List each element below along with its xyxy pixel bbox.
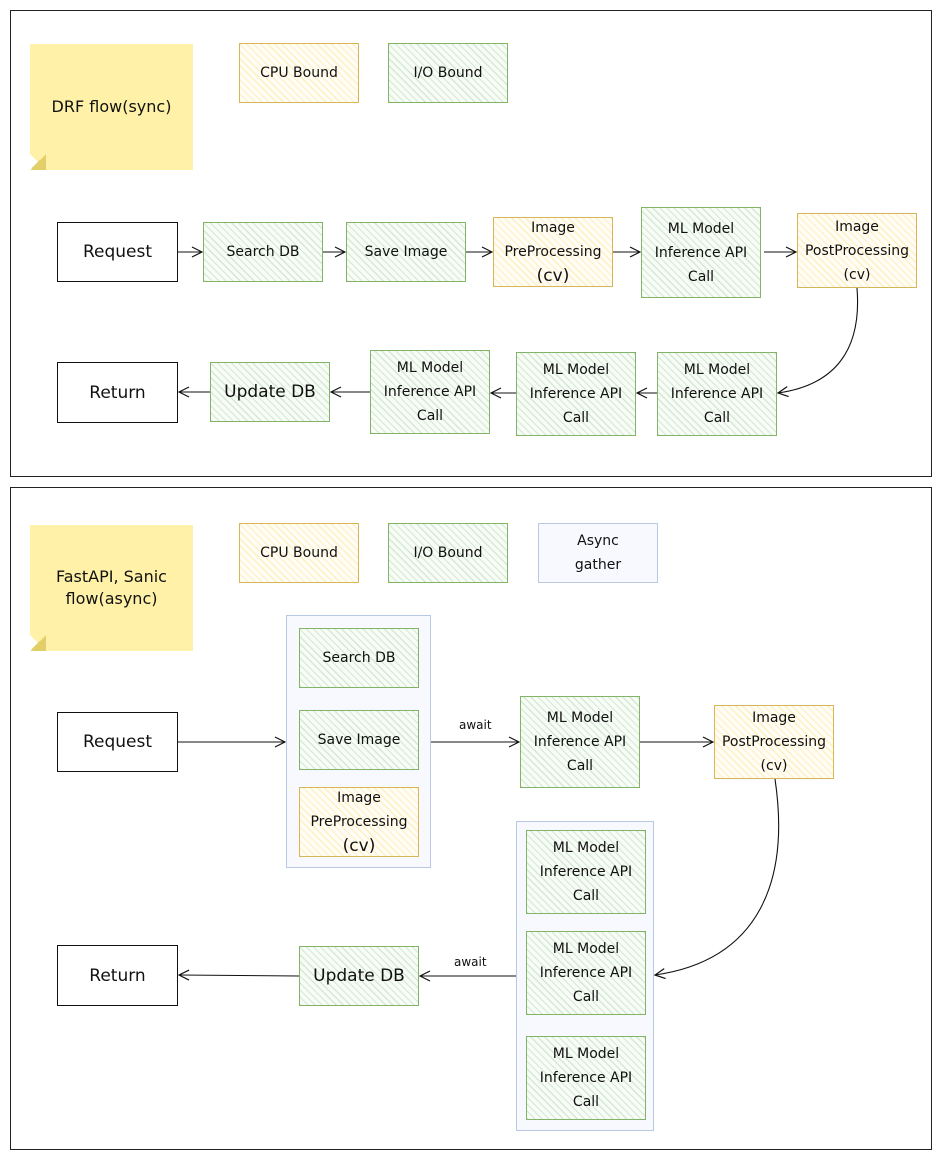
sync-ml2-line-1: ML Model <box>683 362 751 378</box>
sync-return-node: Return <box>57 362 178 423</box>
async-ml-inference-node-4: ML Model Inference API Call <box>526 1036 646 1120</box>
sync-ml-inference-node-3: ML Model Inference API Call <box>516 352 636 436</box>
sync-ml1-line-3: Call <box>687 268 715 285</box>
async-legend-cpu-label: CPU Bound <box>260 545 338 561</box>
async-legend-gather-line-1: Async <box>577 533 619 549</box>
sync-ml3-line-1: ML Model <box>542 362 610 378</box>
async-legend-io-label: I/O Bound <box>413 545 483 561</box>
async-postprocessing-node: Image PostProcessing (cv) <box>714 705 834 779</box>
sync-ml1-line-2: Inference API <box>654 244 748 261</box>
async-ml1-line-1: ML Model <box>546 710 614 726</box>
async-ml3-line-1: ML Model <box>552 941 620 957</box>
sync-legend-cpu-label: CPU Bound <box>260 65 338 81</box>
sync-pre-line-3: (cv) <box>536 266 570 286</box>
async-ml2-line-2: Inference API <box>539 864 633 880</box>
sync-update-db-node: Update DB <box>210 362 330 422</box>
async-ml2-line-1: ML Model <box>552 840 620 856</box>
sync-note-fold <box>30 154 46 170</box>
sync-post-line-2: PostProcessing <box>804 242 910 259</box>
async-pre-line-3: (cv) <box>342 836 376 856</box>
async-legend-gather-line-2: gather <box>574 557 622 573</box>
async-post-line-2: PostProcessing <box>721 734 827 750</box>
sync-search-db-label: Search DB <box>226 244 300 260</box>
sync-ml4-line-1: ML Model <box>396 360 464 376</box>
async-update-db-label: Update DB <box>313 966 405 986</box>
async-ml3-line-3: Call <box>572 989 600 1005</box>
async-ml1-line-3: Call <box>566 758 594 774</box>
sync-save-image-node: Save Image <box>346 222 466 282</box>
sync-ml2-line-3: Call <box>703 410 731 426</box>
async-ml3-line-2: Inference API <box>539 965 633 981</box>
async-post-line-1: Image <box>752 710 796 726</box>
async-request-node: Request <box>57 712 178 772</box>
sync-ml4-line-2: Inference API <box>383 384 477 400</box>
async-await-label-2: await <box>454 955 487 969</box>
async-preprocessing-node: Image PreProcessing (cv) <box>299 787 419 857</box>
async-legend-gather: Async gather <box>538 523 658 583</box>
async-return-node: Return <box>57 945 178 1006</box>
sync-note-line-2: flow(sync) <box>89 97 172 116</box>
sync-search-db-node: Search DB <box>203 222 323 282</box>
sync-pre-line-1: Image <box>531 220 575 236</box>
sync-post-line-1: Image <box>835 218 879 235</box>
sync-update-db-label: Update DB <box>224 382 316 402</box>
async-request-label: Request <box>82 732 153 752</box>
sync-ml-inference-node-1: ML Model Inference API Call <box>641 207 761 298</box>
async-pre-line-1: Image <box>337 790 381 806</box>
sync-return-label: Return <box>89 382 146 403</box>
sync-ml-inference-node-4: ML Model Inference API Call <box>370 350 490 434</box>
async-pre-line-2: PreProcessing <box>310 814 408 830</box>
async-save-image-label: Save Image <box>317 732 401 748</box>
sync-ml2-line-2: Inference API <box>670 386 764 402</box>
async-search-db-label: Search DB <box>322 650 396 666</box>
async-update-db-node: Update DB <box>299 946 419 1006</box>
async-ml1-line-2: Inference API <box>533 734 627 750</box>
async-return-label: Return <box>89 965 146 986</box>
async-save-image-node: Save Image <box>299 710 419 770</box>
async-ml-inference-node-3: ML Model Inference API Call <box>526 931 646 1015</box>
async-note-line-2: flow(async) <box>65 589 158 608</box>
sync-ml3-line-3: Call <box>562 410 590 426</box>
sync-legend-cpu: CPU Bound <box>239 43 359 103</box>
async-ml-inference-node-2: ML Model Inference API Call <box>526 830 646 914</box>
sync-ml1-line-1: ML Model <box>667 220 735 237</box>
async-note-line-1: FastAPI, Sanic <box>56 567 167 586</box>
sync-note-line-1: DRF <box>51 97 85 116</box>
sync-save-image-label: Save Image <box>364 244 448 260</box>
async-search-db-node: Search DB <box>299 628 419 688</box>
sync-ml4-line-3: Call <box>416 408 444 424</box>
sync-legend-io: I/O Bound <box>388 43 508 103</box>
async-note-fold <box>30 635 46 651</box>
async-ml4-line-1: ML Model <box>552 1046 620 1062</box>
async-ml4-line-3: Call <box>572 1094 600 1110</box>
sync-request-label: Request <box>82 242 153 262</box>
sync-ml3-line-2: Inference API <box>529 386 623 402</box>
sync-postprocessing-node: Image PostProcessing (cv) <box>797 213 917 288</box>
sync-flow-note: DRF flow(sync) <box>30 44 193 170</box>
sync-preprocessing-node: Image PreProcessing (cv) <box>493 217 613 287</box>
sync-ml-inference-node-2: ML Model Inference API Call <box>657 352 777 436</box>
async-legend-io: I/O Bound <box>388 523 508 583</box>
async-flow-note: FastAPI, Sanic flow(async) <box>30 525 193 651</box>
sync-pre-line-2: PreProcessing <box>504 244 602 260</box>
sync-post-line-3: (cv) <box>843 266 871 283</box>
async-ml2-line-3: Call <box>572 888 600 904</box>
async-post-line-3: (cv) <box>760 758 788 774</box>
async-ml-inference-node-1: ML Model Inference API Call <box>520 696 640 788</box>
async-await-label-1: await <box>459 718 492 732</box>
sync-request-node: Request <box>57 222 178 282</box>
sync-legend-io-label: I/O Bound <box>413 65 483 81</box>
async-legend-cpu: CPU Bound <box>239 523 359 583</box>
async-ml4-line-2: Inference API <box>539 1070 633 1086</box>
